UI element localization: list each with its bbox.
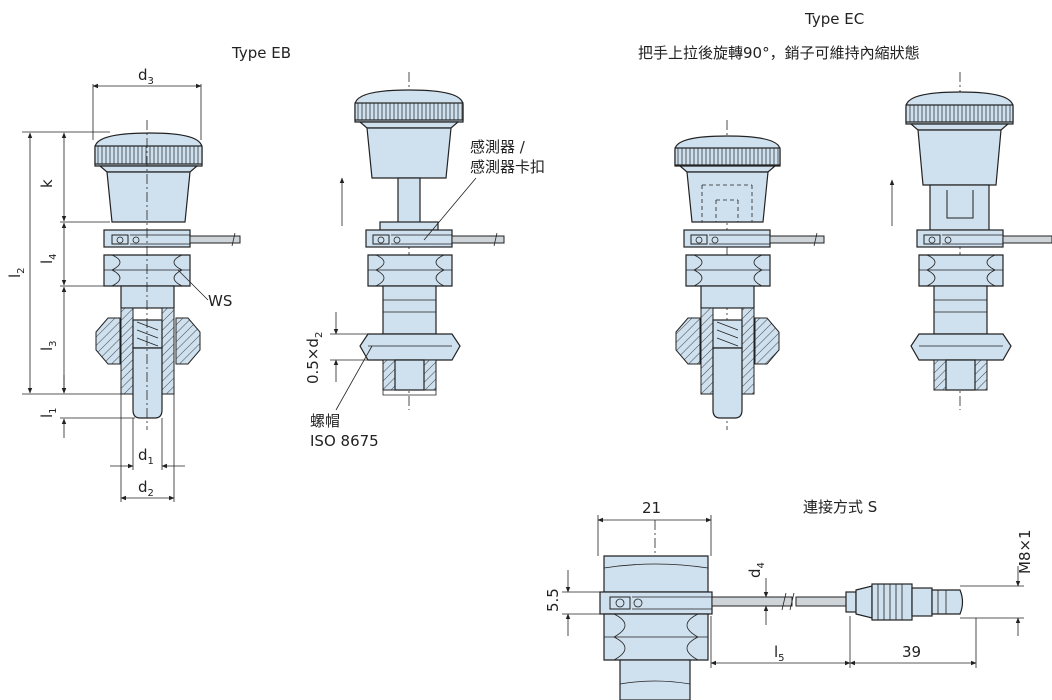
dim-k: k	[38, 179, 56, 188]
type-ec-note: 把手上拉後旋轉90°，銷子可維持內縮狀態	[638, 44, 920, 62]
pin-eb-retracted	[339, 72, 505, 410]
dim-half-d2: 0.5×d2	[304, 332, 325, 384]
connection-title: 連接方式 S	[803, 498, 877, 516]
dims-eb: d3 k l4 l3 l2 l1 d1 d2 WS	[6, 66, 232, 502]
dim-l2: l2	[6, 267, 27, 278]
dim-d4: d4	[746, 562, 767, 578]
type-eb-title: Type EB	[231, 44, 291, 62]
nut-label-1: 螺帽	[310, 412, 340, 430]
dim-m8: M8×1	[1016, 529, 1034, 574]
dim-d1: d1	[138, 446, 154, 467]
dim-l5: l5	[774, 643, 785, 664]
dim-l1: l1	[38, 407, 59, 418]
dim-21: 21	[642, 499, 661, 517]
dim-5-5: 5.5	[544, 588, 562, 612]
dims-eb-retracted: 0.5×d2 螺帽 ISO 8675 感測器 / 感測器卡扣	[304, 138, 545, 450]
pin-eb-dimensioned	[94, 120, 241, 430]
ws-label: WS	[208, 292, 232, 310]
dim-39: 39	[902, 643, 921, 661]
sensor-label-1: 感測器 /	[470, 138, 526, 156]
dim-l3: l3	[38, 340, 59, 351]
connection-s-detail	[599, 520, 964, 700]
dims-connection: 21 5.5 d4 l5 39 M8×1	[544, 499, 1034, 668]
dim-l4: l4	[38, 253, 59, 264]
sensor-label-2: 感測器卡扣	[470, 158, 545, 176]
dim-d3: d3	[138, 66, 154, 87]
nut-label-2: ISO 8675	[310, 432, 379, 450]
type-ec-title: Type EC	[804, 10, 864, 28]
dim-d2: d2	[138, 478, 154, 499]
pin-ec-retracted	[889, 72, 1052, 410]
pin-ec-extended	[674, 120, 825, 430]
